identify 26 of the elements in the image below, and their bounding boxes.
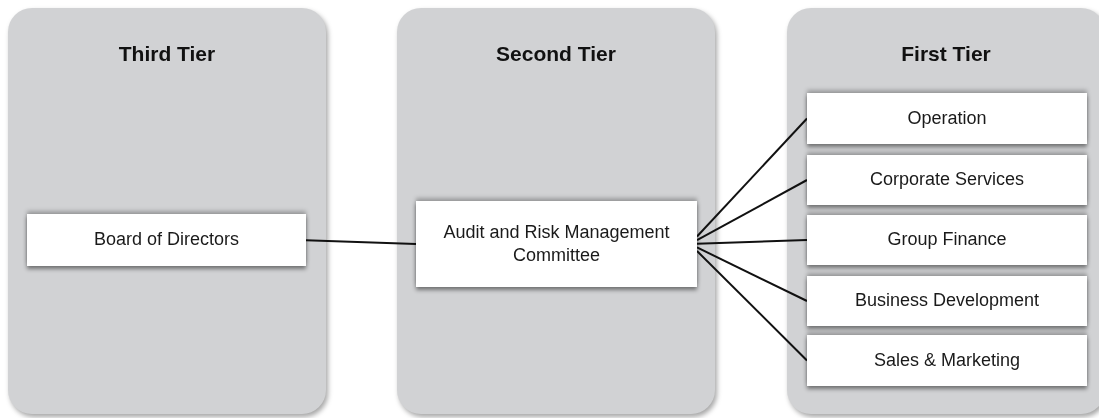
tier-heading: Third Tier — [118, 42, 216, 66]
role-box — [807, 215, 1087, 265]
connector-line — [696, 179, 808, 242]
connector-line — [696, 117, 808, 238]
role-label: Board of Directors — [93, 228, 240, 252]
role-label: Business Development — [854, 289, 1040, 313]
connector-line — [696, 246, 808, 302]
role-label: Sales & Marketing — [873, 348, 1021, 372]
connector-line — [305, 239, 417, 245]
connector-line — [696, 239, 808, 245]
role-box — [807, 93, 1087, 144]
role-label: Operation — [907, 106, 987, 130]
role-label: Audit and Risk Management Committee — [442, 220, 671, 267]
tier-panel — [8, 8, 326, 414]
tier-heading: First Tier — [901, 42, 991, 66]
tier-heading: Second Tier — [496, 42, 616, 66]
tier-panel — [787, 8, 1099, 414]
role-box — [807, 155, 1087, 205]
role-box — [27, 214, 306, 266]
role-label: Corporate Services — [869, 168, 1025, 192]
role-box — [807, 335, 1087, 386]
tier-panel — [397, 8, 715, 414]
role-box — [807, 276, 1087, 326]
role-box — [416, 201, 697, 287]
role-label: Group Finance — [887, 228, 1007, 252]
connector-line — [696, 250, 808, 362]
